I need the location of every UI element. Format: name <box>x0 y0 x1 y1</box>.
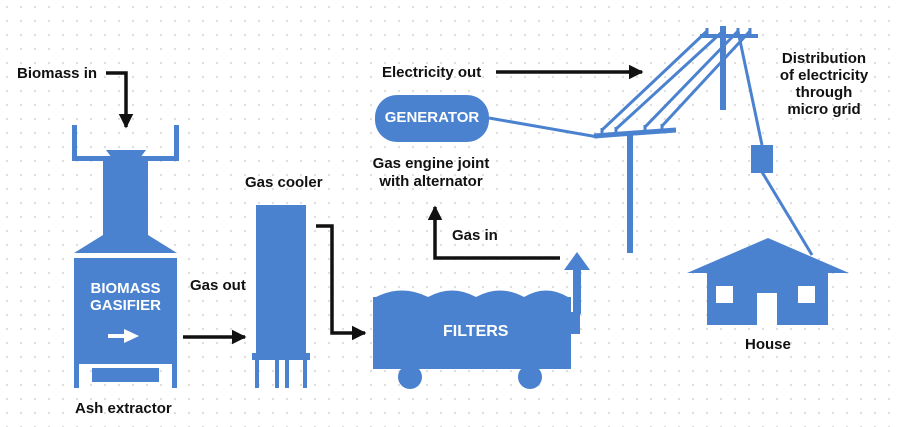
meter-box <box>751 145 773 173</box>
arrow-up-icon <box>564 252 590 270</box>
pole-crossarm <box>593 127 677 139</box>
gas-cooler <box>252 205 310 388</box>
cooler-leg-4 <box>303 360 307 388</box>
filters-label: FILTERS <box>443 323 509 340</box>
generator-cable <box>488 116 599 139</box>
generator-block <box>375 95 489 142</box>
biomass-in-label: Biomass in <box>17 65 98 82</box>
power-line-2 <box>614 29 725 131</box>
power-pole <box>593 26 814 256</box>
cooler-base <box>252 353 310 360</box>
drop-line-lower <box>760 171 814 256</box>
cooler-leg-3 <box>285 360 289 388</box>
filters-exhaust-pipe <box>573 264 581 314</box>
filters-wheel-left <box>398 365 422 389</box>
generator-label: GENERATOR <box>384 109 480 126</box>
electricity-out-label: Electricity out <box>382 64 482 81</box>
hopper-left-wall <box>72 125 77 161</box>
gasifier-leg-left <box>74 364 79 388</box>
house-window-left <box>716 286 733 303</box>
hopper-lid <box>106 150 146 158</box>
biomass-gasifier-label: BIOMASS GASIFIER <box>90 280 161 314</box>
filter-dome-1 <box>376 290 428 297</box>
ash-tray <box>92 368 159 382</box>
gas-out-label: Gas out <box>190 277 246 294</box>
filters-wheel-right <box>518 365 542 389</box>
power-line-3 <box>643 29 740 129</box>
gas-engine-label: Gas engine joint with alternator <box>372 155 490 190</box>
house-roof <box>687 238 849 273</box>
filters-unit <box>373 264 581 389</box>
drop-line-upper <box>736 30 764 146</box>
hopper-rim <box>72 156 179 161</box>
cooler-body <box>256 205 306 353</box>
gasifier-roof <box>74 235 177 253</box>
house <box>687 238 849 325</box>
power-line-1 <box>600 29 709 132</box>
house-door <box>757 293 777 325</box>
arrow-right-icon <box>108 329 139 343</box>
cooler-to-filters-arrow <box>316 224 367 341</box>
gas-in-label: Gas in <box>452 227 498 244</box>
gasifier-shaft <box>103 161 148 237</box>
gasifier-body <box>74 258 177 364</box>
house-window-right <box>798 286 815 303</box>
distribution-label: Distribution of electricity through micr… <box>779 50 869 118</box>
filter-dome-4 <box>524 290 568 297</box>
gasifier-leg-right <box>172 364 177 388</box>
biomass-gasifier <box>72 125 179 388</box>
ash-extractor-label: Ash extractor <box>75 400 172 417</box>
power-line-4 <box>660 29 752 128</box>
hopper-right-wall <box>174 125 179 161</box>
filter-dome-2 <box>428 290 476 297</box>
filters-outlet-port <box>533 312 580 334</box>
biomass-in-arrow <box>106 71 134 129</box>
cooler-leg-2 <box>275 360 279 388</box>
filter-dome-3 <box>476 290 524 297</box>
house-label: House <box>745 336 791 353</box>
gas-cooler-label: Gas cooler <box>245 174 323 191</box>
cooler-leg-1 <box>255 360 259 388</box>
gas-in-arrow <box>427 205 560 260</box>
